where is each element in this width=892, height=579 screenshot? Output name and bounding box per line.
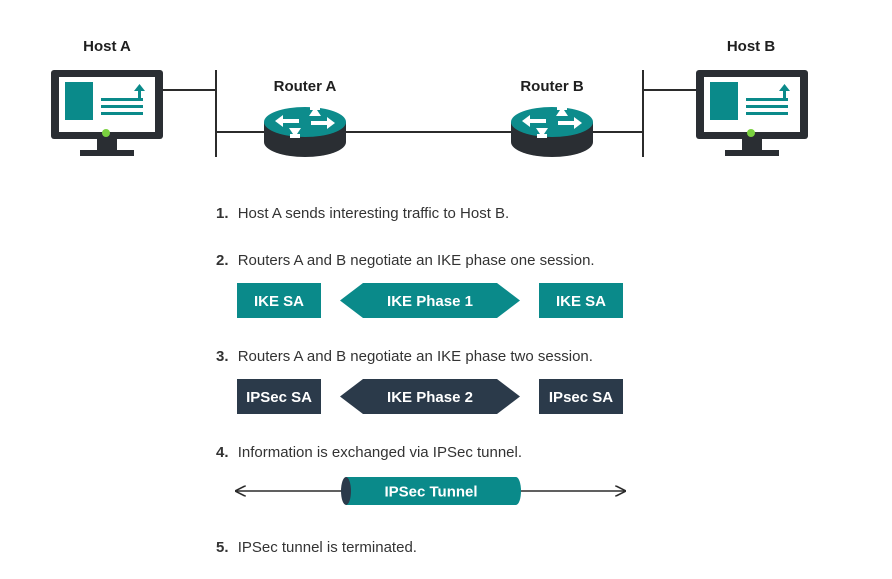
- ike-sa-right-label: IKE SA: [556, 293, 606, 310]
- network-links: [163, 70, 696, 157]
- router-a-icon: [264, 106, 346, 157]
- ipsec-tunnel-row: IPSec Tunnel: [236, 477, 625, 505]
- ipsec-tunnel-icon: [341, 477, 521, 505]
- ike-phase-1-label: IKE Phase 1: [387, 293, 473, 310]
- ike-phase-2-arrow: [340, 379, 520, 414]
- ike-phase-1-arrow: [340, 283, 520, 318]
- ike-sa-left-box: [237, 283, 321, 318]
- step-4-text: Information is exchanged via IPSec tunne…: [238, 444, 522, 461]
- step-1-number: 1.: [216, 205, 229, 222]
- ike-phase-1-row: IKE SA IKE Phase 1 IKE SA: [237, 283, 623, 318]
- ipsec-tunnel-label: IPSec Tunnel: [384, 484, 477, 501]
- ipsec-sa-left-label: IPSec SA: [246, 389, 312, 406]
- router-a-label: Router A: [274, 78, 337, 95]
- step-1: 1. Host A sends interesting traffic to H…: [216, 205, 509, 222]
- ike-sa-left-label: IKE SA: [254, 293, 304, 310]
- upload-arrow-icon: [779, 84, 790, 100]
- step-3-text: Routers A and B negotiate an IKE phase t…: [238, 348, 593, 365]
- step-3: 3. Routers A and B negotiate an IKE phas…: [216, 348, 593, 365]
- step-1-text: Host A sends interesting traffic to Host…: [238, 205, 510, 222]
- step-5-number: 5.: [216, 539, 229, 556]
- upload-arrow-icon: [134, 84, 145, 100]
- host-b-label: Host B: [727, 38, 776, 55]
- step-3-number: 3.: [216, 348, 229, 365]
- ipsec-sa-right-label: IPsec SA: [549, 389, 613, 406]
- host-a-label: Host A: [83, 38, 131, 55]
- step-4: 4. Information is exchanged via IPSec tu…: [216, 444, 522, 461]
- ike-sa-right-box: [539, 283, 623, 318]
- ipsec-sa-right-box: [539, 379, 623, 414]
- step-2: 2. Routers A and B negotiate an IKE phas…: [216, 252, 595, 269]
- router-b-label: Router B: [520, 78, 584, 95]
- router-b-icon: [511, 106, 593, 157]
- ike-phase-2-label: IKE Phase 2: [387, 389, 473, 406]
- step-4-number: 4.: [216, 444, 229, 461]
- ipsec-sa-left-box: [237, 379, 321, 414]
- step-5-text: IPSec tunnel is terminated.: [238, 539, 417, 556]
- step-2-number: 2.: [216, 252, 229, 269]
- network-topology: Host A Host B: [51, 38, 808, 157]
- step-2-text: Routers A and B negotiate an IKE phase o…: [238, 252, 595, 269]
- steps-list: 1. Host A sends interesting traffic to H…: [216, 205, 595, 556]
- step-5: 5. IPSec tunnel is terminated.: [216, 539, 417, 556]
- ike-phase-2-row: IPSec SA IKE Phase 2 IPsec SA: [237, 379, 623, 414]
- host-a-computer-icon: [51, 70, 163, 156]
- host-b-computer-icon: [696, 70, 808, 156]
